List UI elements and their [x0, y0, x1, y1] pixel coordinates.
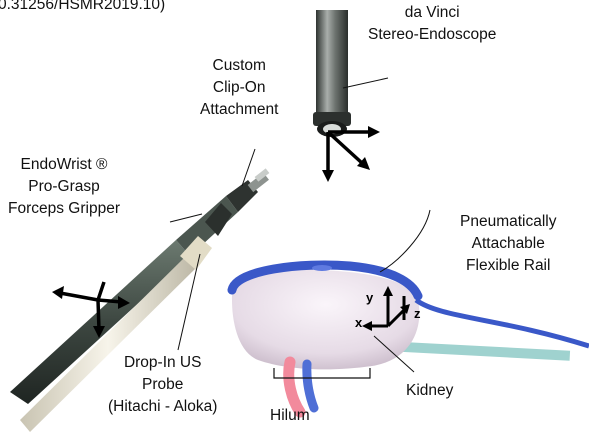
- label-endoscope-line1: da Vinci: [368, 2, 496, 24]
- label-probe-line3: (Hitachi - Aloka): [108, 396, 217, 418]
- label-probe-line1: Drop-In US: [108, 352, 217, 374]
- endoscope-frame-axes: [322, 126, 380, 182]
- label-flexible-rail: Pneumatically Attachable Flexible Rail: [460, 211, 557, 277]
- label-endowrist-line2: Pro-Grasp: [8, 176, 120, 198]
- label-endoscope: da Vinci Stereo-Endoscope: [368, 2, 496, 46]
- label-us-probe: Drop-In US Probe (Hitachi - Aloka): [108, 352, 217, 418]
- axis-label-x: x: [355, 315, 362, 330]
- label-hilum: Hilum: [270, 405, 310, 427]
- label-endowrist-line3: Forceps Gripper: [8, 198, 120, 220]
- label-rail-line3: Flexible Rail: [460, 255, 557, 277]
- label-probe-line2: Probe: [108, 374, 217, 396]
- label-clip-attachment: Custom Clip-On Attachment: [200, 55, 278, 121]
- doi-text: 0.31256/HSMR2019.10): [0, 0, 165, 16]
- label-rail-line1: Pneumatically: [460, 211, 557, 233]
- label-kidney: Kidney: [406, 380, 453, 402]
- label-endowrist-line1: EndoWrist ®: [8, 154, 120, 176]
- label-endowrist: EndoWrist ® Pro-Grasp Forceps Gripper: [8, 154, 120, 220]
- axis-label-z: z: [414, 306, 421, 321]
- label-endoscope-line2: Stereo-Endoscope: [368, 24, 496, 46]
- label-clip-line1: Custom: [200, 55, 278, 77]
- label-clip-line2: Clip-On: [200, 77, 278, 99]
- label-rail-line2: Attachable: [460, 233, 557, 255]
- axis-label-y: y: [366, 290, 373, 305]
- label-clip-line3: Attachment: [200, 99, 278, 121]
